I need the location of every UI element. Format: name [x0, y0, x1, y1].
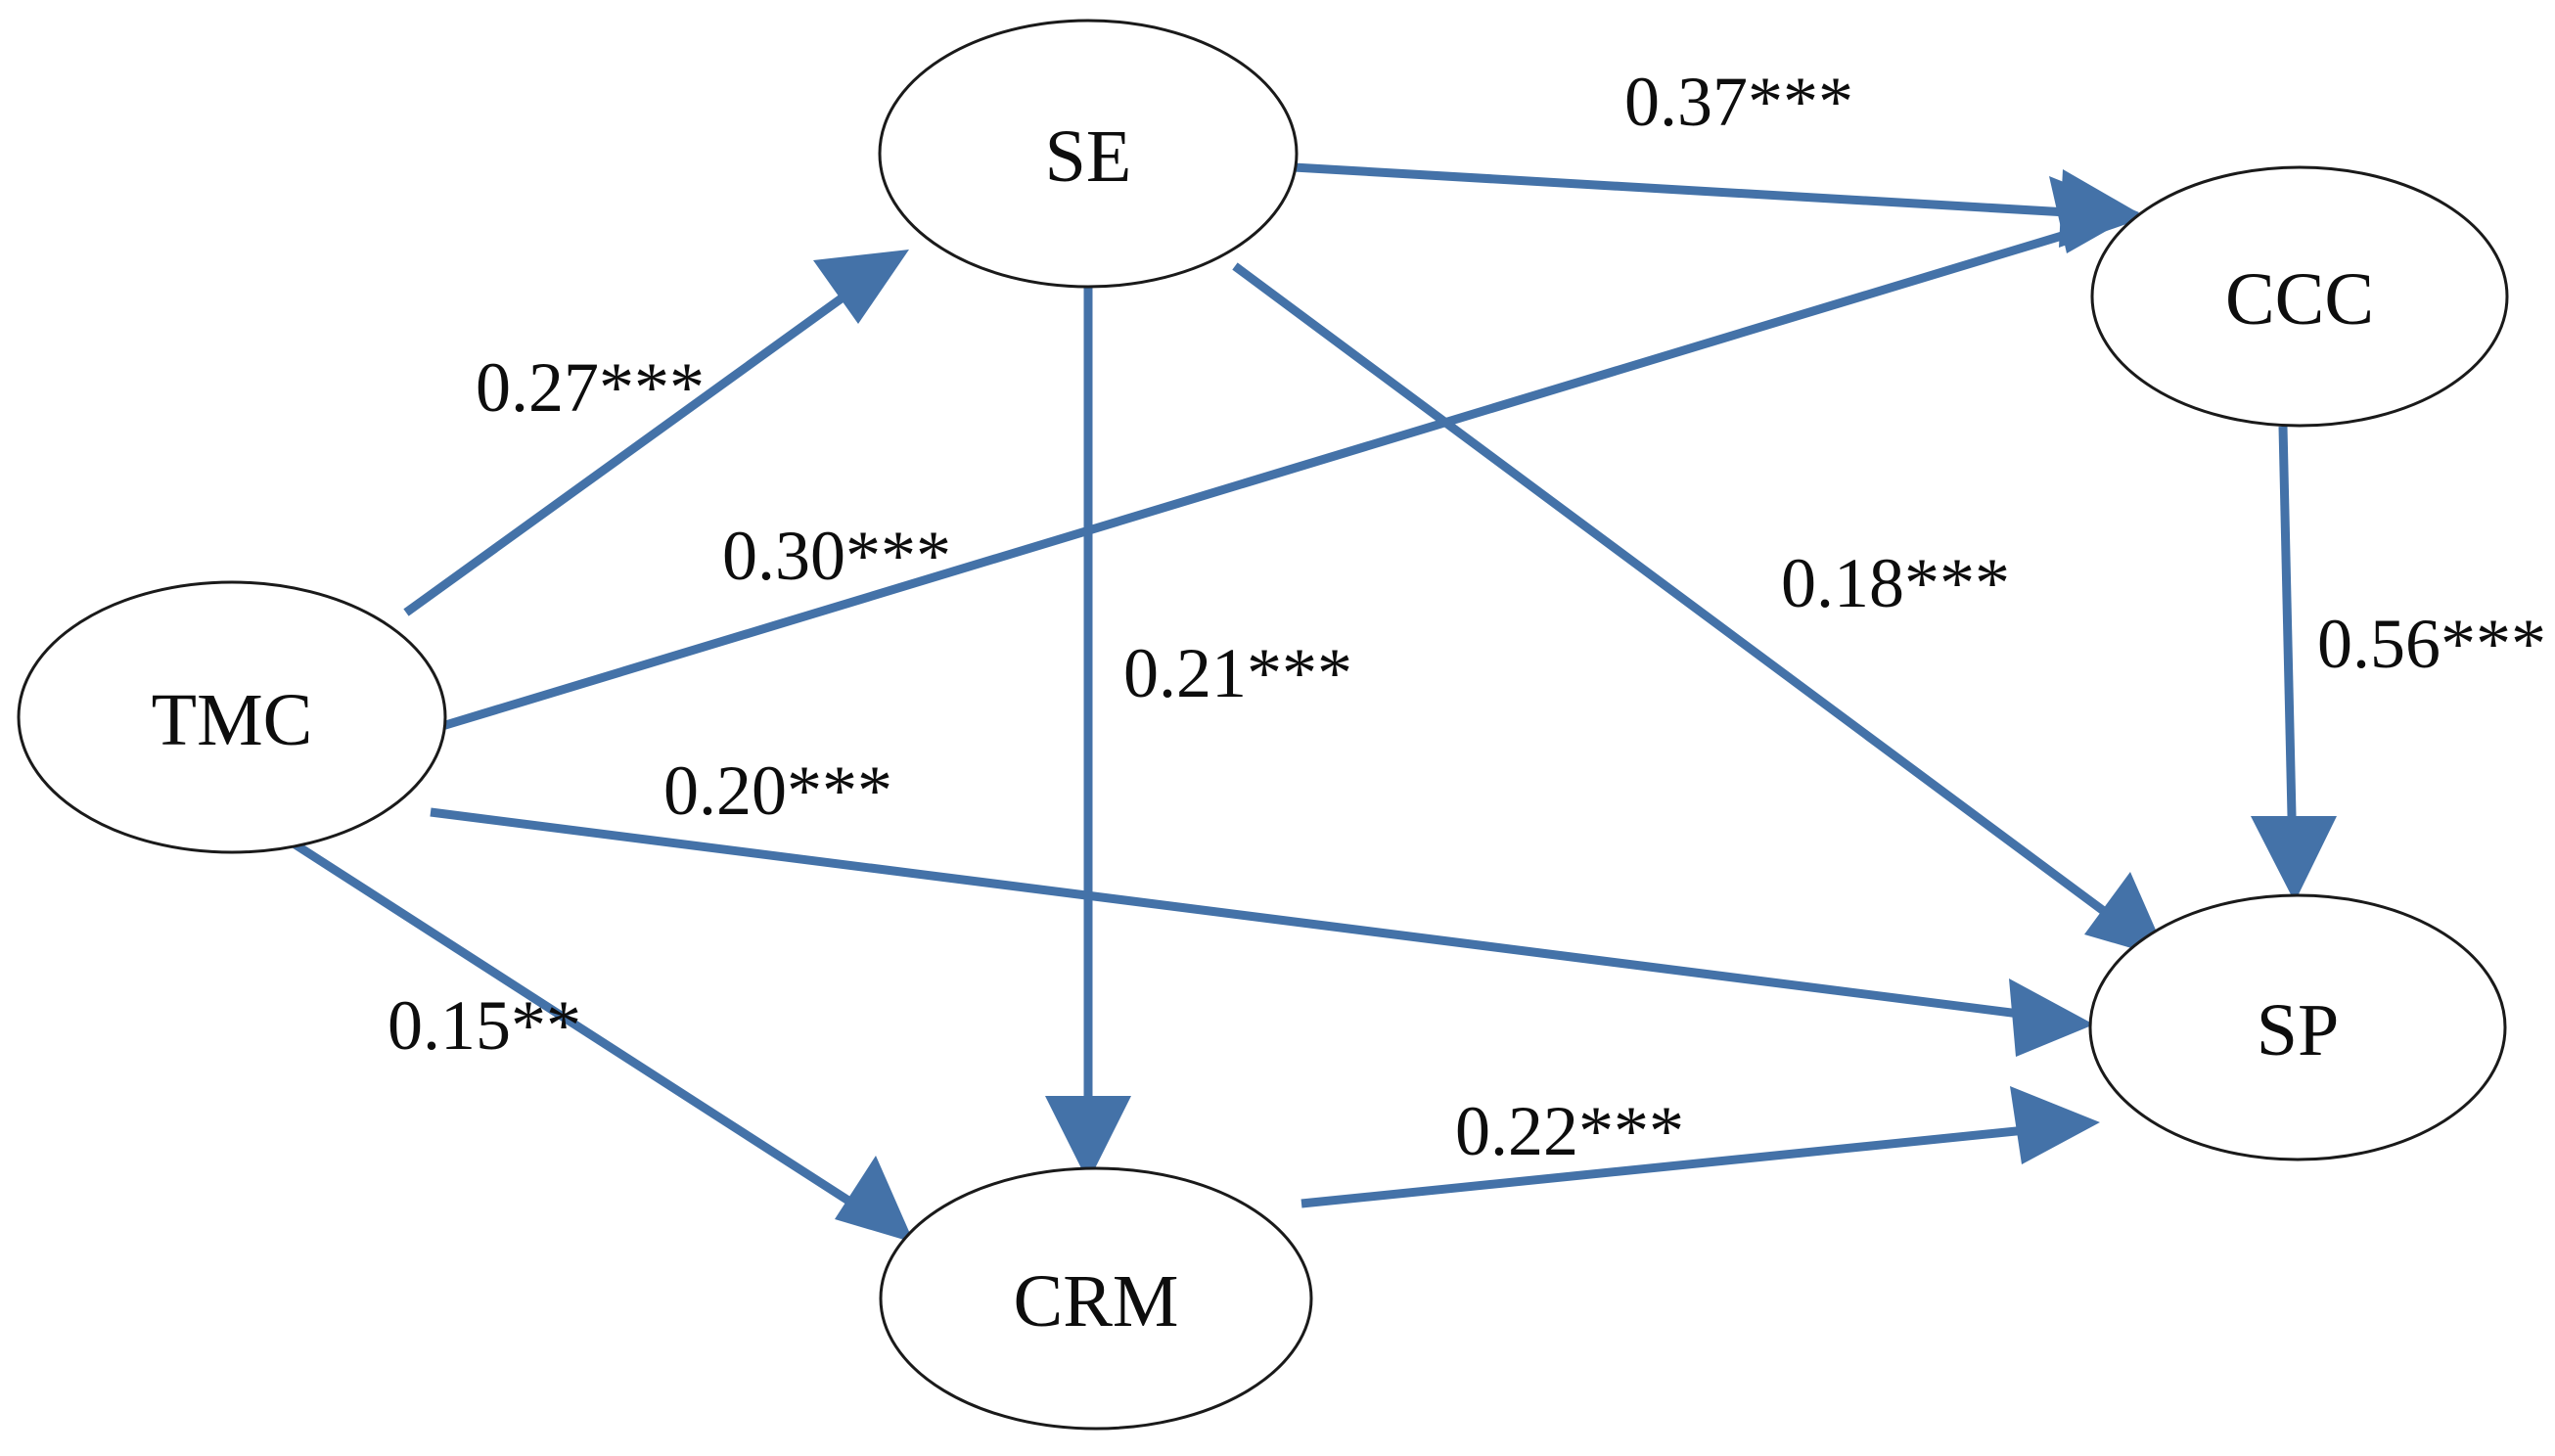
edge-tmc-to-se-arrowhead — [813, 250, 909, 324]
edge-tmc-to-sp — [430, 807, 2094, 1057]
node-crm[interactable]: CRM — [879, 1166, 1313, 1431]
node-crm-label: CRM — [1014, 1260, 1179, 1342]
edge-se-to-sp — [1232, 262, 2168, 959]
node-tmc-label: TMC — [152, 679, 313, 761]
edge-tmc-to-crm-line — [291, 840, 879, 1222]
edge-tmc-to-se — [403, 250, 909, 616]
edge-label-ccc-sp: 0.56*** — [2317, 605, 2546, 683]
node-ccc[interactable]: CCC — [2090, 165, 2509, 428]
node-tmc-ellipse[interactable] — [17, 580, 447, 854]
edge-tmc-to-ccc-line — [440, 218, 2106, 731]
node-sp-label: SP — [2257, 989, 2340, 1071]
node-ccc-label: CCC — [2225, 258, 2374, 341]
edge-ccc-to-sp — [2251, 426, 2337, 902]
edge-label-tmc-se: 0.27*** — [476, 348, 705, 427]
edge-ccc-to-sp-line — [2278, 426, 2298, 860]
edge-ccc-to-sp-arrowhead — [2251, 816, 2337, 902]
node-sp[interactable]: SP — [2088, 893, 2507, 1161]
edge-tmc-to-sp-arrowhead — [2009, 978, 2094, 1057]
edge-crm-to-sp — [1300, 1086, 2100, 1208]
edge-crm-to-sp-arrowhead — [2010, 1086, 2100, 1164]
edge-label-tmc-crm: 0.15** — [388, 986, 581, 1065]
edge-se-to-ccc-line — [1293, 162, 2102, 219]
edge-label-crm-sp: 0.22*** — [1455, 1092, 1684, 1170]
edge-se-to-ccc-arrowhead — [2059, 169, 2146, 248]
edge-se-to-crm — [1045, 286, 1131, 1182]
edge-se-to-ccc — [1293, 162, 2146, 248]
edge-tmc-to-crm — [291, 840, 914, 1243]
edge-se-to-crm-arrowhead — [1045, 1096, 1131, 1182]
edge-tmc-to-se-line — [403, 266, 884, 616]
edge-tmc-to-sp-line — [430, 807, 2051, 1023]
edge-se-to-sp-line — [1232, 262, 2134, 935]
node-se-label: SE — [1045, 115, 1132, 198]
edge-label-tmc-ccc: 0.30*** — [722, 517, 951, 595]
node-sp-ellipse[interactable] — [2088, 893, 2507, 1161]
node-tmc[interactable]: TMC — [17, 580, 447, 854]
node-ccc-ellipse[interactable] — [2090, 165, 2509, 428]
edge-label-se-crm: 0.21*** — [1123, 634, 1352, 712]
edge-label-se-sp: 0.18*** — [1781, 544, 2010, 622]
edge-tmc-to-crm-arrowhead — [835, 1156, 914, 1243]
node-se-ellipse[interactable] — [878, 19, 1299, 289]
edge-crm-to-sp-line — [1300, 1122, 2056, 1208]
node-se[interactable]: SE — [878, 19, 1299, 289]
edge-label-tmc-sp: 0.20*** — [663, 751, 892, 830]
node-crm-ellipse[interactable] — [879, 1166, 1313, 1431]
edge-label-se-ccc: 0.37*** — [1624, 63, 1853, 141]
